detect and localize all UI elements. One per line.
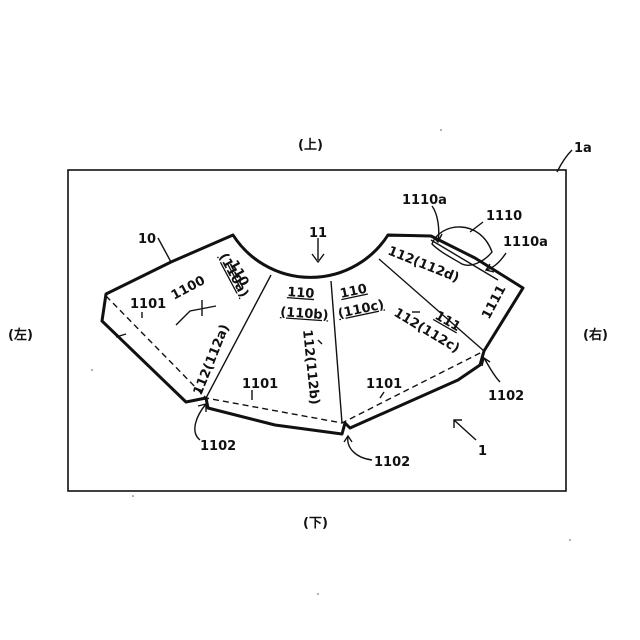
label-lid: 1110: [486, 209, 522, 224]
seam-line-b: [331, 281, 342, 423]
assembly-arrow: [454, 420, 476, 440]
label-fold-mid: 1101: [242, 377, 278, 392]
label-flap-1100: 1100: [169, 273, 208, 303]
label-left: (左): [8, 327, 33, 343]
label-notch-left: 1102: [200, 439, 236, 454]
tick-fold-right: [380, 392, 384, 398]
speckle: [569, 539, 571, 541]
speckle: [132, 495, 134, 497]
flap-mark: [176, 300, 216, 325]
label-right: (右): [583, 327, 608, 343]
label-notch-mid: 1102: [374, 455, 410, 470]
leader-notch-mid: [344, 436, 372, 460]
label-opening: 11: [309, 226, 327, 241]
label-sheet: 10: [138, 232, 156, 247]
label-panel-b-sub: (110b): [280, 305, 329, 323]
leader-notch-left: [195, 404, 206, 440]
label-lid-hinge-right: 1110a: [503, 235, 548, 250]
leader-lid: [470, 222, 483, 232]
label-top: (上): [298, 138, 323, 153]
tick-seam-b: [318, 340, 322, 344]
label-bottom: (下): [303, 516, 328, 531]
label-panel-b-num: 110: [287, 285, 315, 302]
label-board: 1a: [574, 141, 592, 156]
speckle: [317, 593, 319, 595]
label-fold-left: 1101: [130, 297, 166, 312]
label-fold-right: 1101: [366, 377, 402, 392]
label-lid-hinge-left: 1110a: [402, 193, 447, 208]
label-notch-right: 1102: [488, 389, 524, 404]
speckle: [440, 129, 442, 131]
speckle: [91, 369, 93, 371]
leader-sheet: [158, 238, 171, 262]
opening-arrow: [312, 238, 324, 262]
leader-notch-right: [482, 358, 500, 382]
label-assembly: 1: [478, 444, 487, 459]
label-panel-c-num: 110: [339, 282, 369, 302]
label-seam-d: 112(112d): [386, 244, 462, 286]
leader-board: [557, 150, 572, 172]
